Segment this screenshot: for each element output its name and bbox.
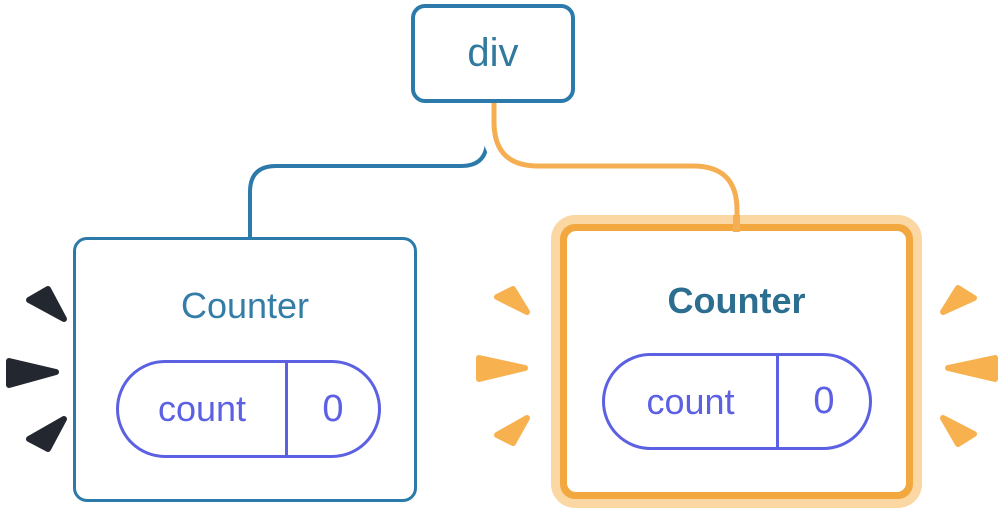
burst-wedge-icon (494, 415, 530, 446)
root-node-label: div (467, 31, 519, 75)
root-node-div: div (411, 4, 575, 103)
burst-wedge-icon (26, 286, 67, 322)
burst-wedge-icon (476, 355, 528, 382)
edge-div-to-right-counter-band (481, 100, 750, 216)
state-name: count (119, 363, 288, 455)
edge-orange-stub (733, 215, 740, 232)
burst-wedge-icon (494, 286, 530, 315)
burst-orange-right-icon (940, 285, 998, 447)
right-counter-title: Counter (667, 280, 806, 321)
edge-div-to-right-counter (491, 100, 740, 216)
left-state-pill: count 0 (116, 360, 381, 458)
left-counter-card: Counter count 0 (73, 237, 417, 502)
burst-wedge-icon (6, 358, 59, 388)
burst-wedge-icon (26, 416, 67, 452)
state-value: 0 (322, 387, 344, 430)
burst-wedge-icon (940, 415, 977, 447)
edge-div-to-left-counter (248, 100, 489, 240)
right-counter-card-highlighted: Counter count 0 (551, 215, 922, 508)
burst-wedge-icon (945, 355, 998, 382)
left-counter-title: Counter (180, 285, 310, 326)
right-state-pill: count 0 (602, 353, 872, 450)
burst-orange-left-icon (476, 286, 530, 446)
burst-dark-left-icon (6, 286, 67, 452)
burst-wedge-icon (940, 285, 977, 315)
state-name: count (605, 356, 779, 447)
state-value: 0 (813, 380, 835, 422)
